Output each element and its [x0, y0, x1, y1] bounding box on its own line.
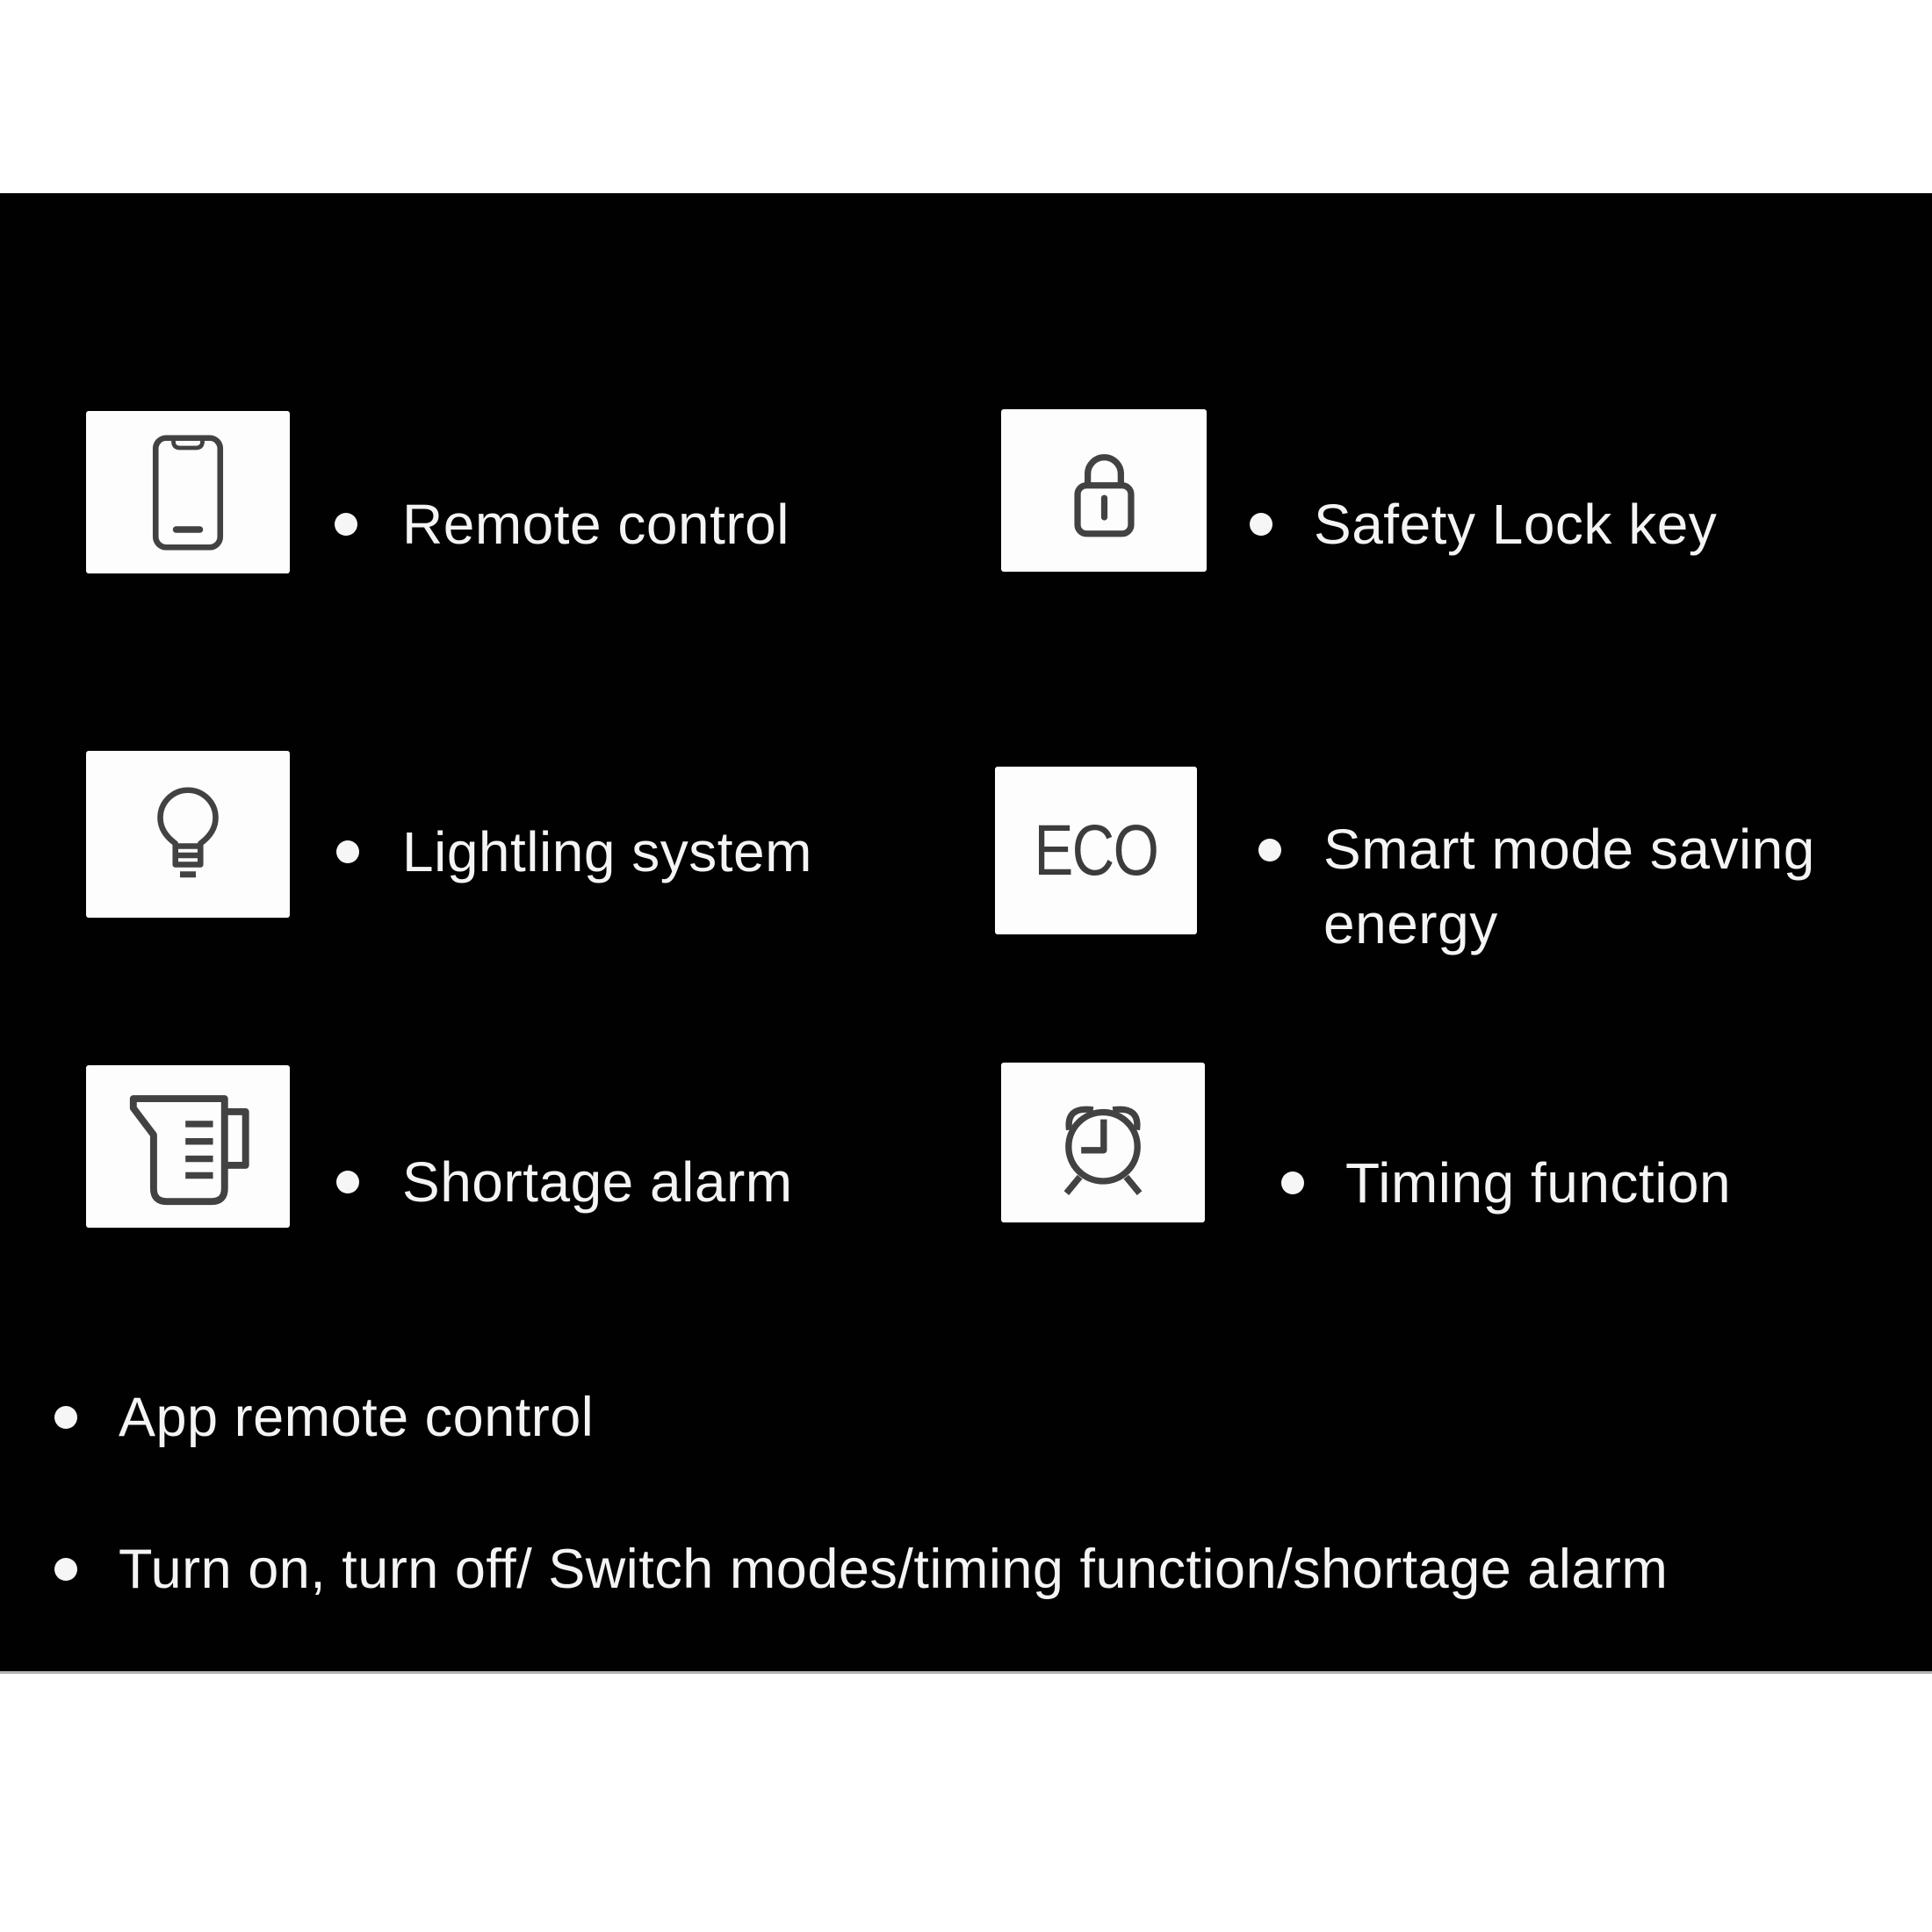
icon-tile-safety-lock [1001, 409, 1207, 572]
black-panel [0, 193, 1932, 1674]
feature-safety-lock: Safety Lock key [1250, 487, 1717, 561]
feature-label: Shortage alarm [402, 1150, 793, 1214]
lock-icon [1073, 454, 1135, 537]
feature-timing-function: Timing function [1281, 1146, 1731, 1220]
bullet-dot [54, 1558, 77, 1581]
footer-bullet-controls: Turn on, turn off/ Switch modes/timing f… [54, 1534, 1668, 1604]
icon-tile-remote-control [86, 411, 290, 573]
feature-remote-control: Remote control [335, 487, 789, 561]
footer-bullet-app-remote: App remote control [54, 1382, 594, 1453]
feature-lighting-system: Lightling system [336, 815, 812, 889]
feature-smart-mode: Smart mode saving energy [1258, 812, 1903, 962]
bullet-dot [335, 513, 357, 536]
feature-label: Smart mode saving energy [1323, 818, 1815, 955]
bullet-dot [336, 840, 359, 863]
icon-tile-lighting [86, 751, 290, 918]
feature-label: Lightling system [402, 819, 812, 883]
measuring-jug-icon [129, 1095, 249, 1206]
alarm-clock-icon [1063, 1106, 1143, 1195]
eco-badge: ECO [1034, 810, 1159, 890]
icon-tile-timing [1001, 1063, 1205, 1222]
bullet-dot [336, 1171, 359, 1193]
footer-label: App remote control [119, 1387, 595, 1448]
bullet-dot [1250, 513, 1272, 536]
bullet-dot [54, 1406, 77, 1429]
feature-label: Remote control [402, 492, 789, 556]
icon-tile-eco: ECO [995, 767, 1197, 934]
feature-shortage-alarm: Shortage alarm [336, 1145, 793, 1219]
smartphone-icon [152, 434, 224, 551]
feature-label: Safety Lock key [1314, 492, 1718, 556]
feature-label: Timing function [1345, 1150, 1732, 1215]
footer-label: Turn on, turn off/ Switch modes/timing f… [119, 1539, 1669, 1600]
icon-tile-shortage [86, 1065, 290, 1228]
bullet-dot [1281, 1171, 1304, 1194]
lightbulb-icon [157, 787, 219, 878]
bullet-dot [1258, 839, 1281, 861]
